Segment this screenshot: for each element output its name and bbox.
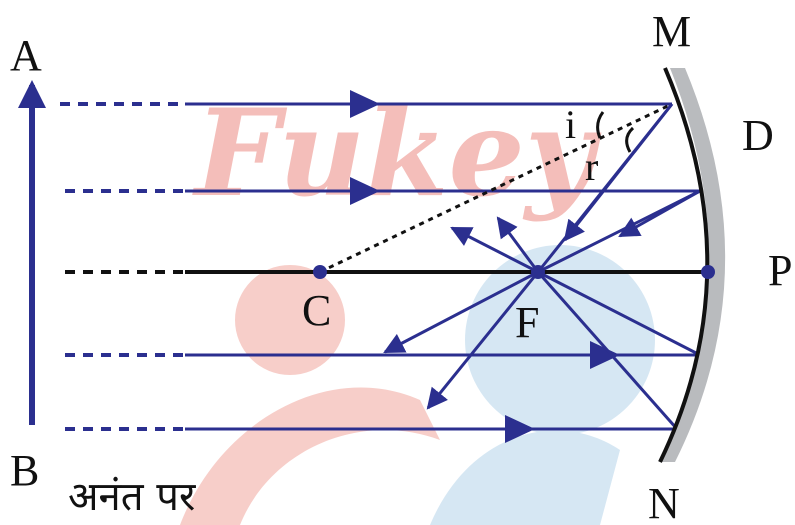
watermark-circle-pink [235,265,345,375]
label-p: P [768,246,792,295]
label-m: M [652,7,691,56]
label-r: r [585,144,598,189]
label-b: B [10,446,39,495]
reflected-ray-4 [536,271,679,430]
incident-arrow-3 [590,341,620,369]
incident-rays [185,102,700,431]
reflected-ray-3-beyond [450,226,539,274]
label-f: F [515,298,539,347]
focus-point [531,265,545,279]
reflected-ray-4-beyond [496,216,540,273]
label-c: C [302,286,331,335]
reflected-ray-3 [537,270,701,357]
reflected-rays [383,103,701,430]
label-at-infinity: अनंत पर [68,474,196,520]
reflected-ray-2-ext [537,189,701,274]
mirror-back [660,68,726,462]
incident-ray-arrows [350,90,620,443]
reflected-ray-1-beyond [426,271,540,410]
incident-arrow-2 [350,177,380,205]
label-n: N [648,479,680,525]
angle-r-arc [625,126,635,153]
incident-rays-dashed [60,102,185,431]
reflected-ray-2-beyond [383,270,539,354]
centre-of-curvature-point [313,265,327,279]
object-arrow-head [18,80,46,108]
watermark-swoosh-pink [180,387,440,525]
incident-arrow-4 [505,415,535,443]
angle-i-arc [596,111,605,139]
watermark-swoosh-blue [430,430,620,525]
label-a: A [10,31,42,80]
incident-arrow-1 [350,90,380,118]
reflected-ray-1-ext [536,103,674,273]
pole-point [701,265,715,279]
watermark-text: Fukey [192,83,602,224]
label-d: D [742,111,774,160]
label-i: i [565,102,576,147]
watermark-circle-blue [465,245,655,435]
watermark: Fukey [180,83,655,525]
